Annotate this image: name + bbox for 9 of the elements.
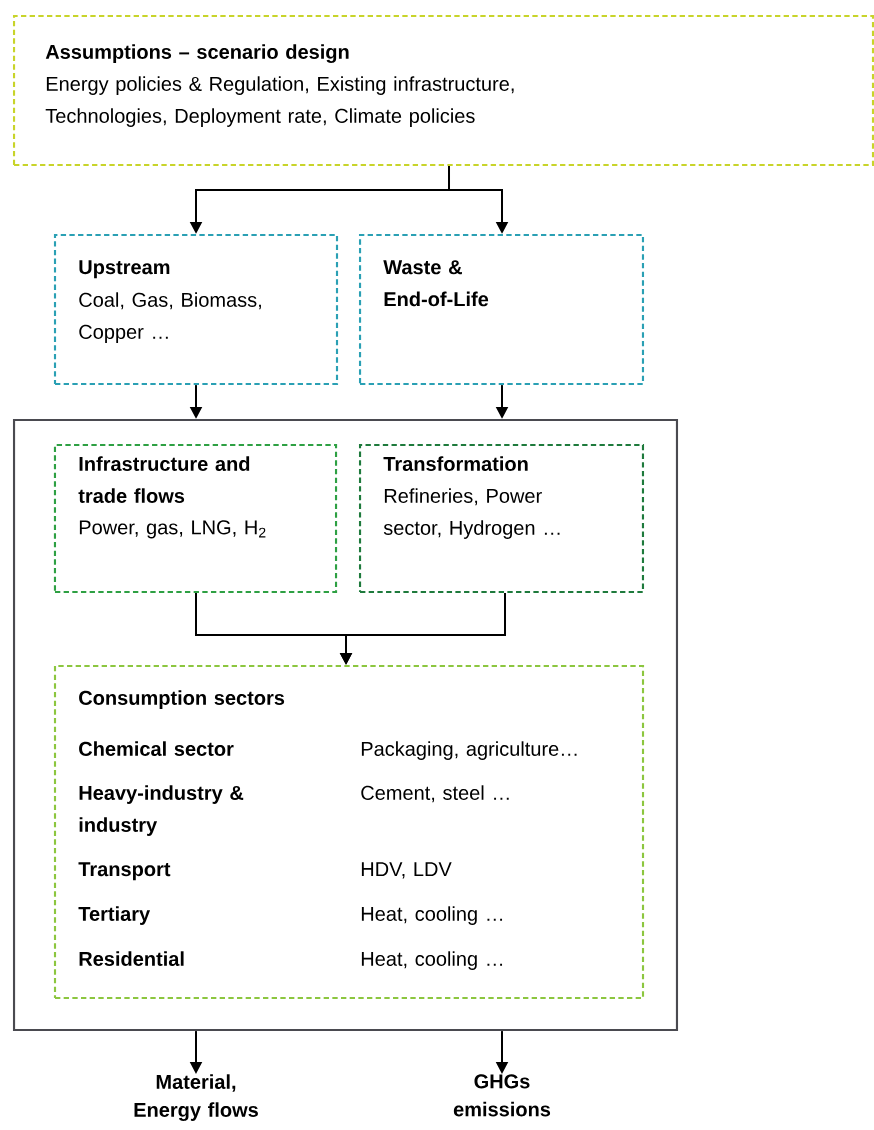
process-box: Infrastructure and trade flows Power, gas, LNG, H$_{2}$ [53, 443, 338, 594]
output-label: GHGs emissions [453, 1074, 551, 1117]
model-frame [12, 418, 679, 1032]
sector-box: Consumption sectors Chemical sector Packaging, agriculture… Heavy-industry & industry Cement, steel … Transport HDV, LDV Tertiary Heat, cooling … Residential Heat, cooling … [53, 664, 645, 1000]
output-label: Material, Energy flows [134, 1074, 258, 1121]
process-box: Transformation Refineries, Power sector, Hydrogen … [358, 443, 645, 594]
process-box: Waste & End-of-Life [358, 233, 645, 386]
process-box: Upstream Coal, Gas, Biomass, Copper … [53, 233, 339, 386]
scenario-box: Assumptions – scenario design Energy policies & Regulation, Existing infrastructure, Technologies, Deployment rate, Climate policies [12, 14, 874, 167]
